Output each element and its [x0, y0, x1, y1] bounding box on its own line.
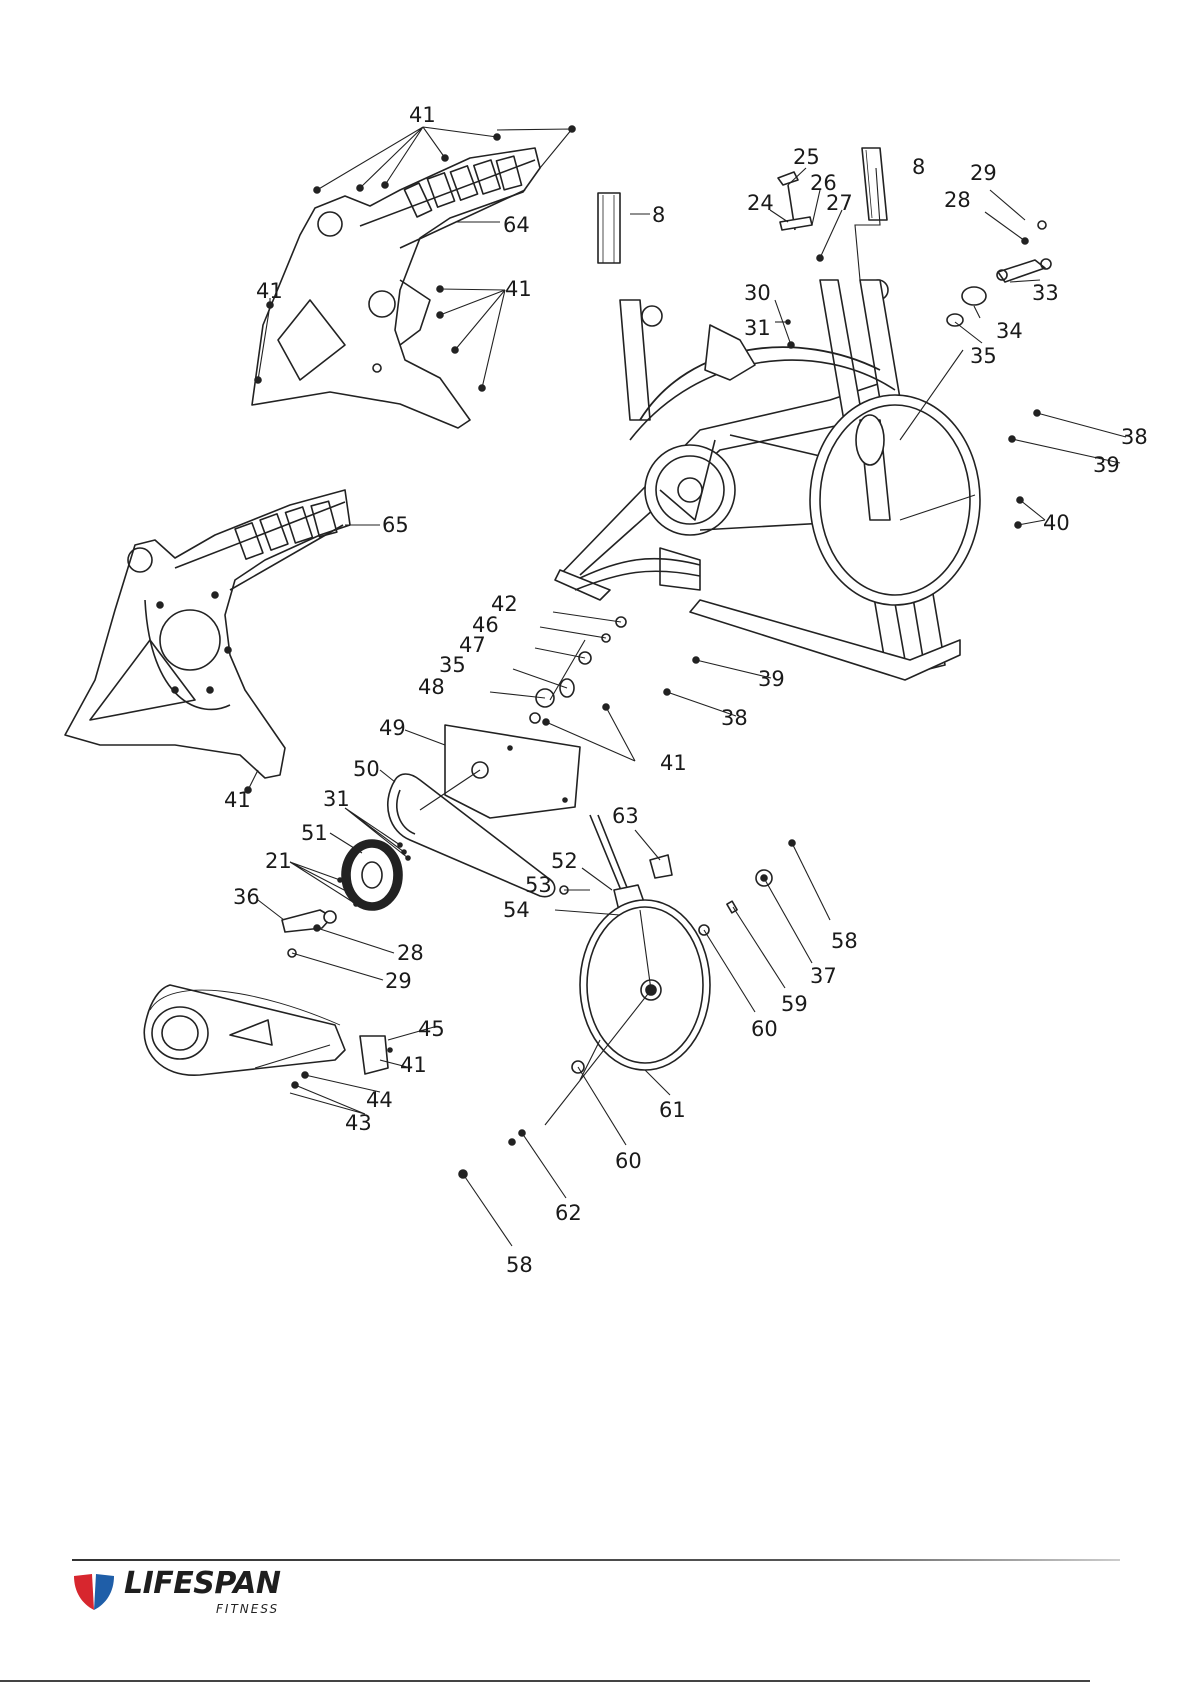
- callout-label: 48: [418, 675, 445, 699]
- brand-name: LIFESPAN: [124, 1566, 280, 1601]
- footer-divider: [72, 1559, 1120, 1561]
- callout-label: 54: [503, 898, 530, 922]
- callout-label: 40: [1043, 511, 1070, 535]
- callout-label: 45: [418, 1017, 445, 1041]
- callout-label: 61: [659, 1098, 686, 1122]
- chain-guard-44: [144, 985, 392, 1088]
- crank-arm-36: [282, 910, 336, 957]
- callout-label: 41: [660, 751, 687, 775]
- callout-label: 27: [826, 191, 853, 215]
- callout-label: 41: [409, 103, 436, 127]
- callout-label: 37: [810, 964, 837, 988]
- callout-label: 64: [503, 213, 530, 237]
- callout-label: 41: [400, 1053, 427, 1077]
- callout-label: 24: [747, 191, 774, 215]
- callout-label: 8: [652, 203, 665, 227]
- callout-label: 25: [793, 145, 820, 169]
- callout-label: 60: [751, 1017, 778, 1041]
- callout-label: 43: [345, 1111, 372, 1135]
- callout-label: 58: [831, 929, 858, 953]
- tension-lever-parts: [947, 221, 1051, 326]
- page-bottom-rule: [0, 1680, 1090, 1682]
- callout-label: 28: [397, 941, 424, 965]
- callout-label: 38: [721, 706, 748, 730]
- callout-label: 38: [1121, 425, 1148, 449]
- callout-label: 31: [744, 316, 771, 340]
- callout-label: 30: [744, 281, 771, 305]
- callout-label: 59: [781, 992, 808, 1016]
- callout-label: 35: [439, 653, 466, 677]
- callout-label: 62: [555, 1201, 582, 1225]
- callout-label: 31: [323, 787, 350, 811]
- callout-label: 44: [366, 1088, 393, 1112]
- side-cover-65: [65, 490, 350, 793]
- callout-label: 8: [912, 155, 925, 179]
- callout-label: 41: [505, 277, 532, 301]
- callout-label: 36: [233, 885, 260, 909]
- callout-label: 53: [525, 873, 552, 897]
- callout-label: 21: [265, 849, 292, 873]
- brand-tagline: FITNESS: [216, 1602, 279, 1616]
- brand-logo: LIFESPAN FITNESS: [72, 1568, 302, 1618]
- callout-label: 39: [1093, 453, 1120, 477]
- callout-label: 60: [615, 1149, 642, 1173]
- callout-label: 41: [256, 279, 283, 303]
- flywheel-61: [459, 900, 710, 1178]
- brand-shield-icon: [72, 1570, 116, 1614]
- callout-label: 63: [612, 804, 639, 828]
- callout-label: 58: [506, 1253, 533, 1277]
- callout-label: 50: [353, 757, 380, 781]
- callout-label: 52: [551, 849, 578, 873]
- callout-label: 41: [224, 788, 251, 812]
- callout-label: 65: [382, 513, 409, 537]
- callout-label: 28: [944, 188, 971, 212]
- callout-label: 35: [970, 344, 997, 368]
- main-frame: [555, 148, 980, 680]
- callout-label: 33: [1032, 281, 1059, 305]
- callout-label: 51: [301, 821, 328, 845]
- callout-label: 49: [379, 716, 406, 740]
- callout-label: 29: [385, 969, 412, 993]
- callout-label: 29: [970, 161, 997, 185]
- plate-49: [445, 725, 580, 818]
- callout-label: 39: [758, 667, 785, 691]
- callout-label: 34: [996, 319, 1023, 343]
